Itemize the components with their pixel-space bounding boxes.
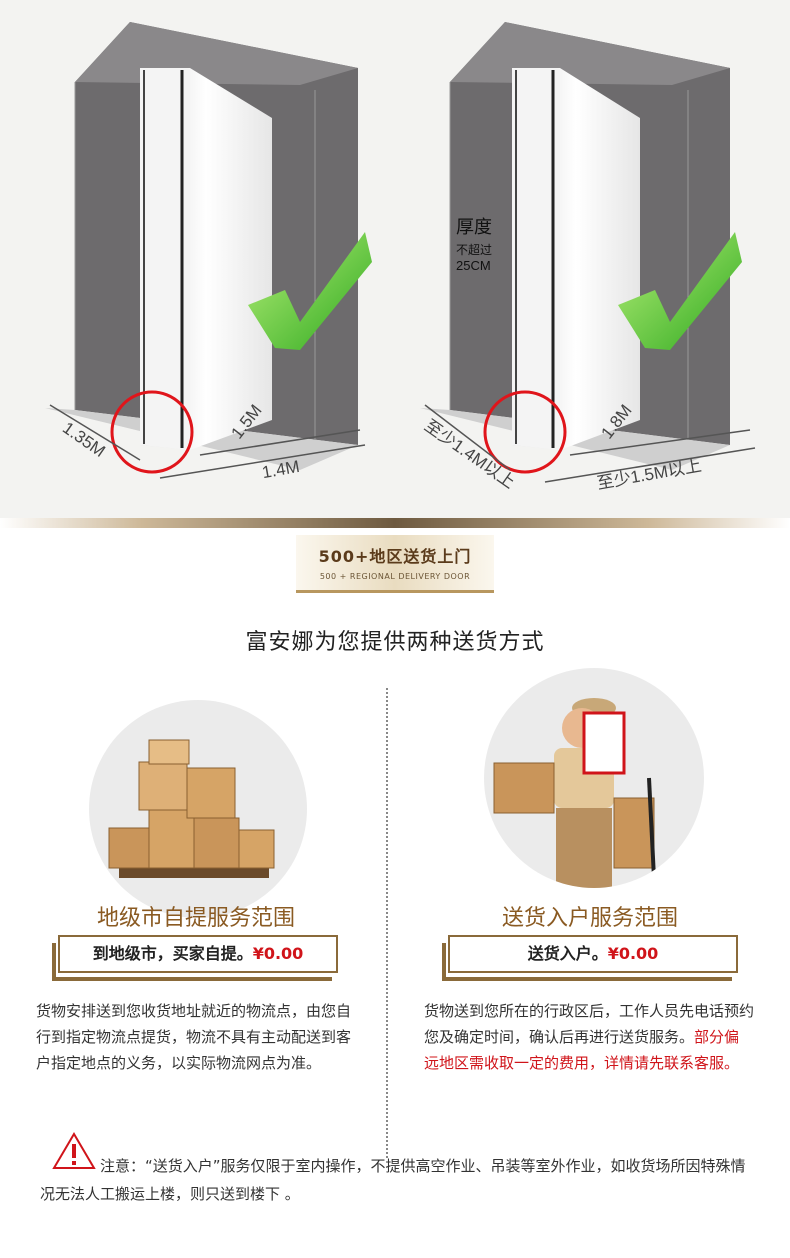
price-label-pickup: 到地级市，买家自提。 — [92, 944, 253, 963]
gold-divider — [0, 518, 790, 528]
dotted-divider — [386, 688, 388, 1158]
boxes-photo — [89, 700, 307, 918]
price-box-home: 送货入户。¥0.00 — [442, 935, 738, 981]
description-home-text: 货物送到您所在的行政区后，工作人员先电话预约您及确定时间，确认后再进行送货服务。 — [424, 1002, 755, 1046]
boxes-icon — [108, 739, 275, 878]
warning-icon — [52, 1132, 96, 1169]
thickness-qualifier: 不超过 — [456, 243, 493, 257]
price-box-pickup: 到地级市，买家自提。¥0.00 — [52, 935, 338, 981]
courier-icon — [493, 698, 656, 888]
notice-body: 注意：“送货入户”服务仅限于室内操作，不提供高空作业、吊装等室外作业，如收货场所… — [40, 1152, 760, 1208]
courier-photo — [484, 668, 704, 888]
description-home: 货物送到您所在的行政区后，工作人员先电话预约您及确定时间，确认后再进行送货服务。… — [424, 998, 754, 1076]
price-value-home: ¥0.00 — [607, 944, 659, 963]
price-label-home: 送货入户。 — [527, 944, 608, 963]
notice-label: 注意： — [100, 1157, 146, 1175]
thickness-value: 25CM — [456, 258, 491, 273]
delivery-size-illustration: 1.35M 1.5M 1.4M 至少1.4M以上 1.8M 至少1.5M以上 厚… — [0, 0, 790, 520]
thickness-note: 厚度 不超过 25CM — [456, 213, 516, 273]
check-icon — [248, 232, 372, 350]
price-value-pickup: ¥0.00 — [252, 944, 304, 963]
corner-highlight-circle — [483, 390, 567, 474]
delivery-badge: 500+地区送货上门 500 + REGIONAL DELIVERY DOOR — [296, 535, 494, 593]
thickness-title: 厚度 — [456, 217, 492, 238]
notice-text: “送货入户”服务仅限于室内操作，不提供高空作业、吊装等室外作业，如收货场所因特殊… — [40, 1157, 746, 1203]
badge-subtitle: 500 + REGIONAL DELIVERY DOOR — [319, 572, 471, 581]
elevator-diagrams — [45, 22, 756, 483]
description-pickup: 货物安排送到您收货地址就近的物流点，由您自行到指定物流点提货，物流不具有主动配送… — [36, 1002, 352, 1072]
remote-area-note: 部分偏远地区需收取一定的费用，详情请先联系客服。 — [424, 1028, 740, 1072]
notice: 注意：“送货入户”服务仅限于室内操作，不提供高空作业、吊装等室外作业，如收货场所… — [40, 1132, 760, 1208]
right-elevator — [420, 22, 756, 483]
badge-title: 500+地区送货上门 — [318, 547, 472, 566]
service-title-pickup: 地级市自提服务范围 — [96, 906, 295, 931]
left-elevator — [45, 22, 372, 479]
corner-highlight-circle — [110, 390, 194, 474]
check-icon — [618, 232, 742, 350]
service-title-home: 送货入户服务范围 — [501, 906, 678, 931]
section-headline: 富安娜为您提供两种送货方式 — [245, 630, 545, 655]
